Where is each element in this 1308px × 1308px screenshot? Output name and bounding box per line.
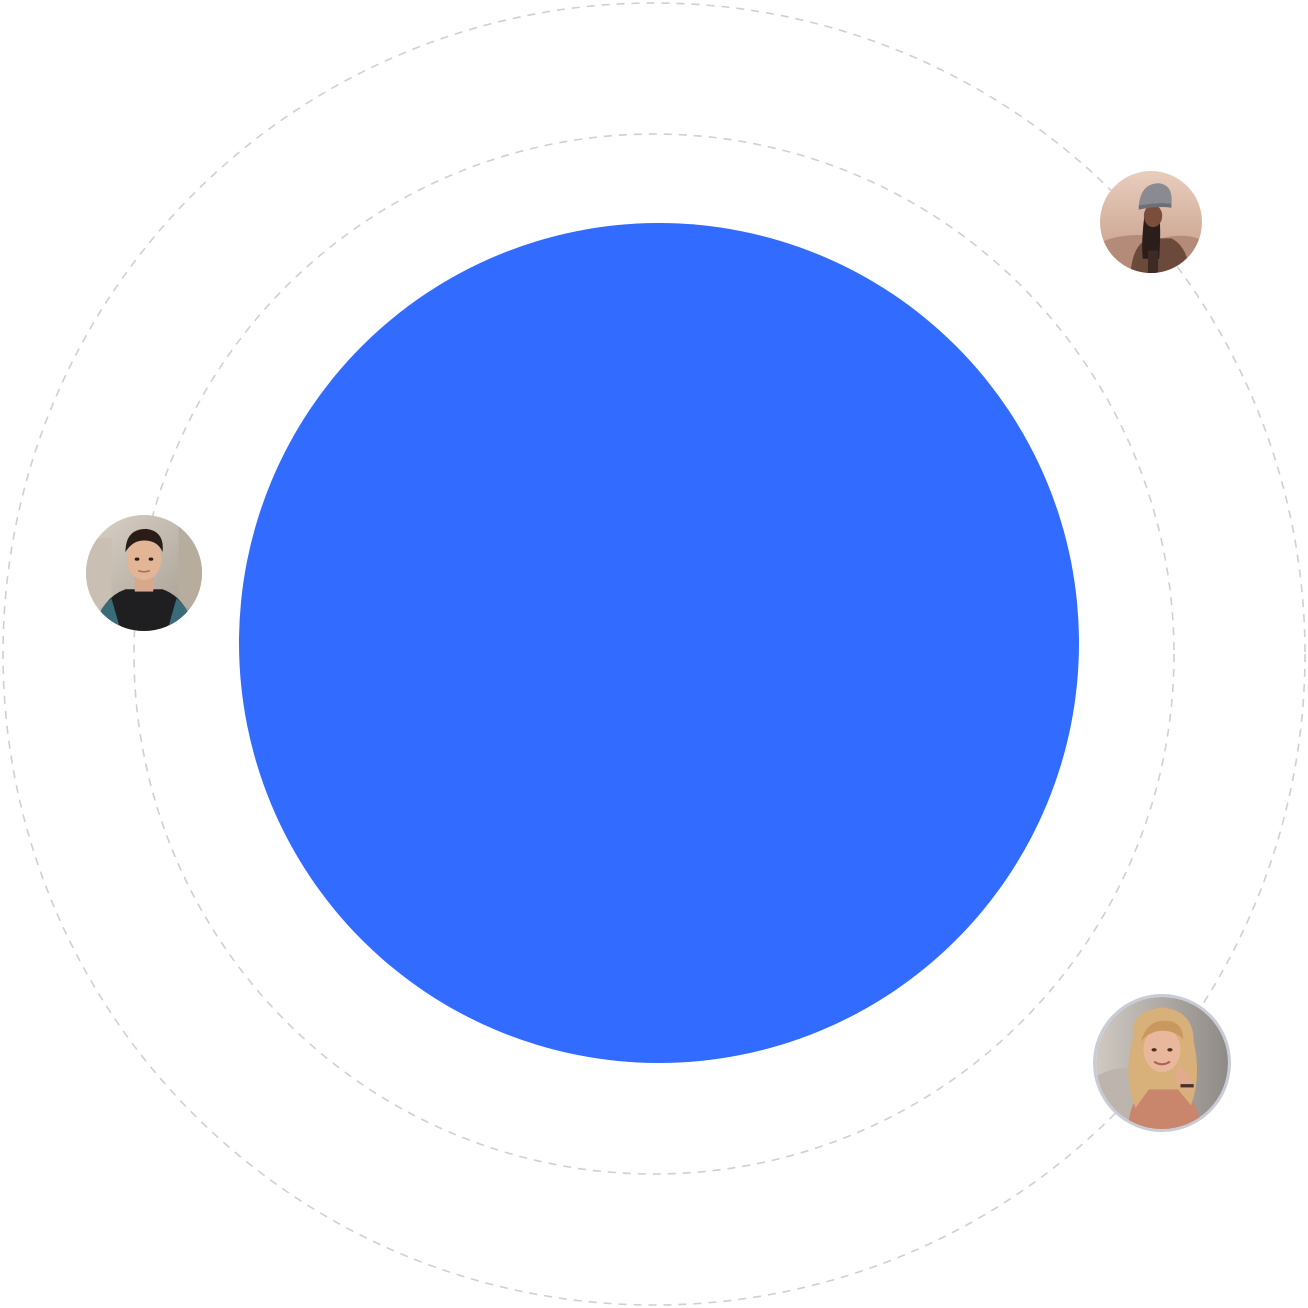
person-photo-icon bbox=[1096, 997, 1228, 1129]
center-blue-circle bbox=[239, 223, 1079, 1063]
avatar-woman-beanie[interactable] bbox=[1100, 171, 1202, 273]
inner-orbit-ring bbox=[133, 133, 1175, 1175]
avatar-man[interactable] bbox=[86, 515, 202, 631]
person-photo-icon bbox=[86, 515, 202, 631]
person-photo-icon bbox=[1100, 171, 1202, 273]
avatar-woman-blonde[interactable] bbox=[1093, 994, 1231, 1132]
